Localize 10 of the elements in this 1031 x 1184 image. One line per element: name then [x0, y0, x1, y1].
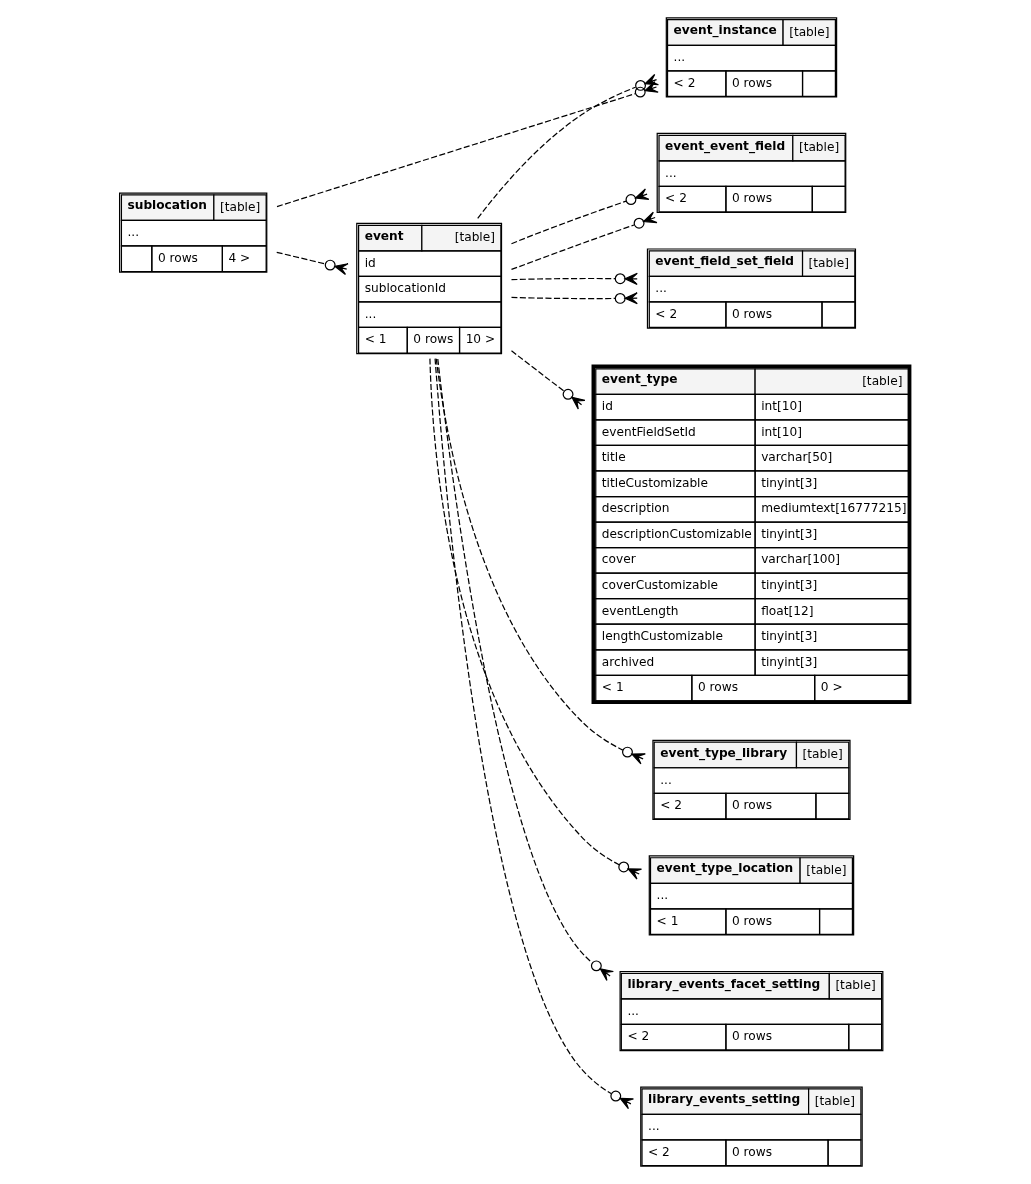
connector — [276, 251, 349, 275]
connector — [434, 358, 635, 1110]
connector — [510, 211, 658, 271]
connector — [429, 358, 643, 880]
connector — [510, 292, 638, 305]
connector — [510, 272, 638, 285]
connector — [510, 188, 650, 245]
connector — [510, 350, 586, 410]
connector — [437, 358, 614, 981]
connector — [435, 358, 646, 765]
